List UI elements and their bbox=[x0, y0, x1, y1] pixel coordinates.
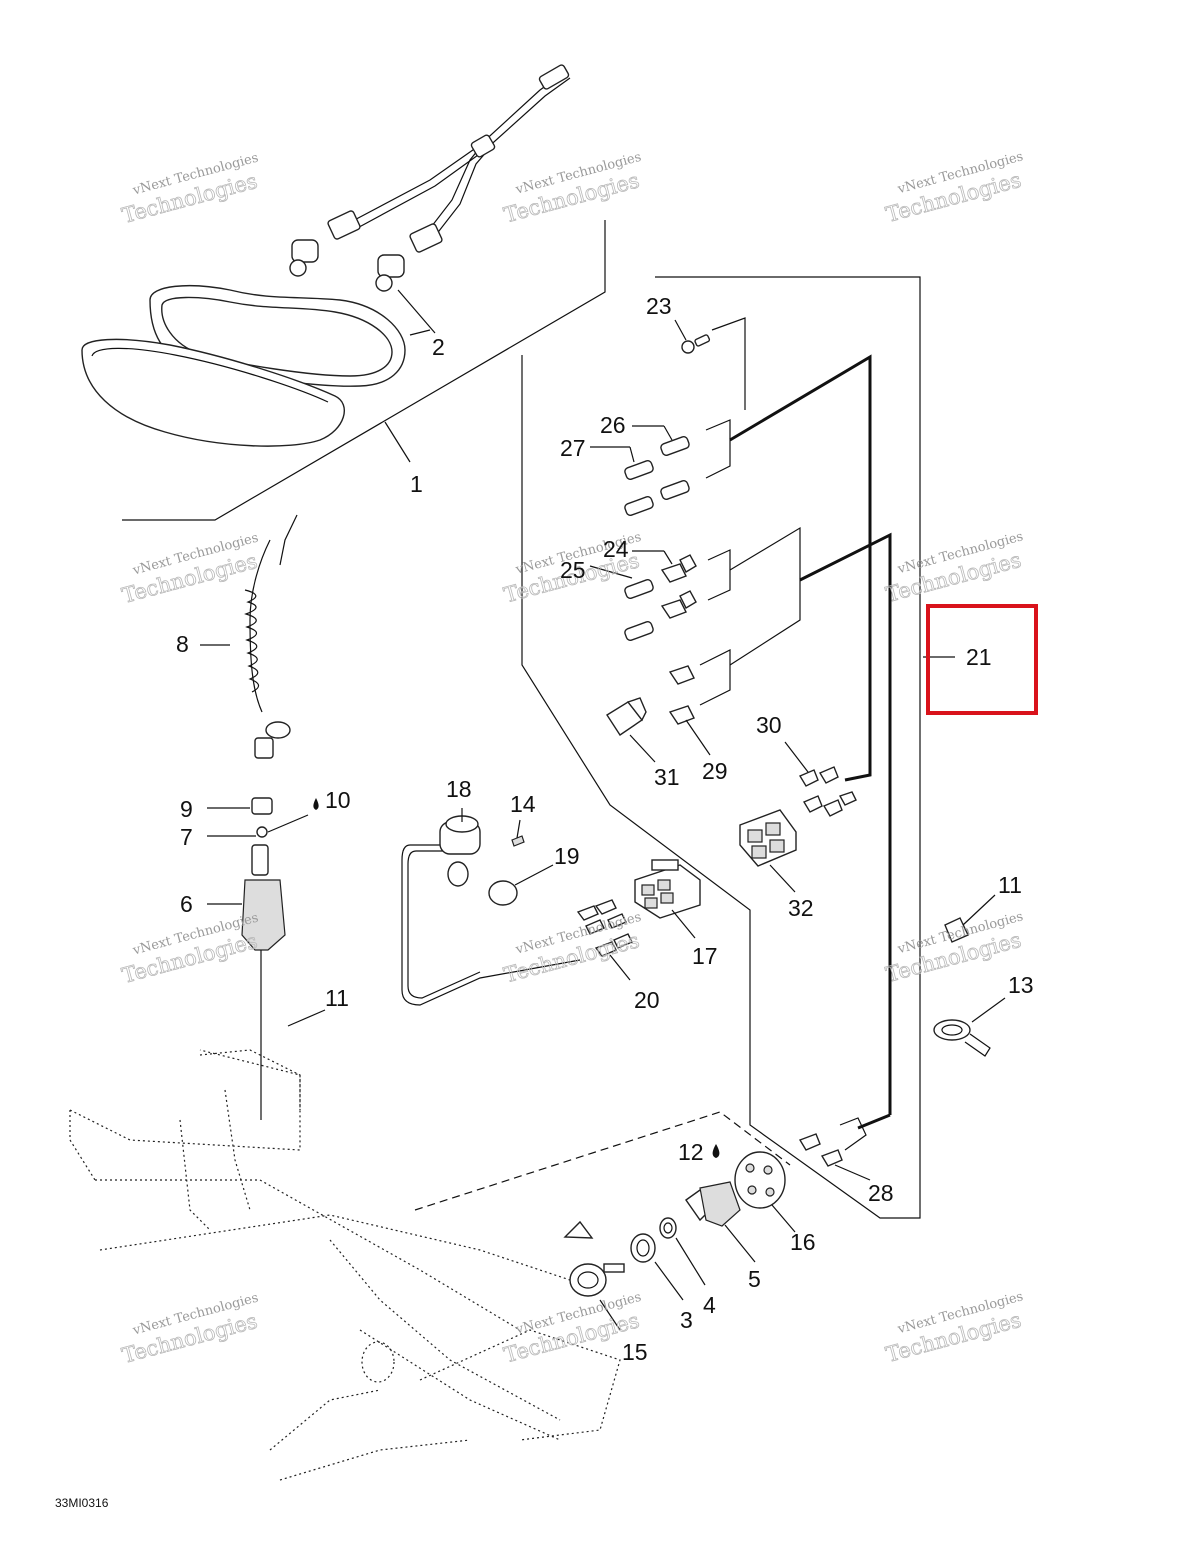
callout-18: 18 bbox=[446, 776, 472, 802]
watermark: vNext Technologies Technologies bbox=[119, 1291, 260, 1369]
callout-1: 1 bbox=[410, 471, 423, 497]
callout-23: 23 bbox=[646, 293, 672, 319]
callout-17: 17 bbox=[692, 943, 718, 969]
key-switch-assembly bbox=[563, 1144, 796, 1331]
highlight-box bbox=[926, 604, 1038, 715]
callout-24: 24 bbox=[603, 536, 629, 562]
callout-6: 6 bbox=[180, 891, 193, 917]
callout-11-tether: 11 bbox=[325, 985, 349, 1011]
watermark: vNext Technologies Technologies bbox=[883, 529, 1025, 607]
tether-cord-assembly bbox=[200, 514, 326, 1120]
callout-4: 4 bbox=[703, 1292, 716, 1318]
watermark: vNext Technologies Technologies bbox=[883, 1289, 1025, 1367]
callout-13: 13 bbox=[1008, 972, 1034, 998]
callout-20: 20 bbox=[634, 987, 660, 1013]
callout-15: 15 bbox=[622, 1339, 648, 1365]
callout-16: 16 bbox=[790, 1229, 816, 1255]
switch-assembly bbox=[401, 808, 701, 1006]
connector-parts bbox=[589, 317, 892, 1115]
callouts: 1 2 3 4 5 6 7 8 9 10 11 11 12 13 14 15 1… bbox=[176, 293, 1034, 1365]
frame-lines bbox=[122, 220, 921, 1219]
callout-31: 31 bbox=[654, 764, 680, 790]
callout-26: 26 bbox=[600, 412, 626, 438]
watermark: vNext Technologies Technologies bbox=[119, 911, 260, 989]
callout-29: 29 bbox=[702, 758, 728, 784]
callout-8: 8 bbox=[176, 631, 189, 657]
watermark: vNext Technologies Technologies bbox=[883, 149, 1025, 227]
callout-2: 2 bbox=[432, 334, 445, 360]
watermark: vNext Technologies Technologies bbox=[119, 151, 260, 229]
chassis-frame bbox=[69, 1049, 621, 1481]
callout-7: 7 bbox=[180, 824, 193, 850]
callout-14: 14 bbox=[510, 791, 536, 817]
callout-9: 9 bbox=[180, 796, 193, 822]
callout-3: 3 bbox=[680, 1307, 693, 1333]
callout-32: 32 bbox=[788, 895, 814, 921]
callout-10: 10 bbox=[325, 787, 351, 813]
callout-27: 27 bbox=[560, 435, 586, 461]
callout-21: 21 bbox=[966, 644, 992, 670]
callout-28: 28 bbox=[868, 1180, 894, 1206]
callout-12: 12 bbox=[678, 1139, 704, 1165]
callout-25: 25 bbox=[560, 557, 586, 583]
harness-21 bbox=[798, 360, 955, 1181]
callout-19: 19 bbox=[554, 843, 580, 869]
watermark: vNext Technologies Technologies bbox=[119, 531, 260, 609]
watermark: vNext Technologies Technologies bbox=[501, 150, 643, 228]
callout-5: 5 bbox=[748, 1266, 761, 1292]
right-loose-parts bbox=[933, 894, 1006, 1057]
callout-30: 30 bbox=[756, 712, 782, 738]
callout-11-clip: 11 bbox=[998, 872, 1022, 898]
dashed-outline bbox=[414, 1111, 791, 1211]
drawing-code: 33MI0316 bbox=[55, 1496, 109, 1510]
headlight-assembly bbox=[81, 64, 571, 463]
